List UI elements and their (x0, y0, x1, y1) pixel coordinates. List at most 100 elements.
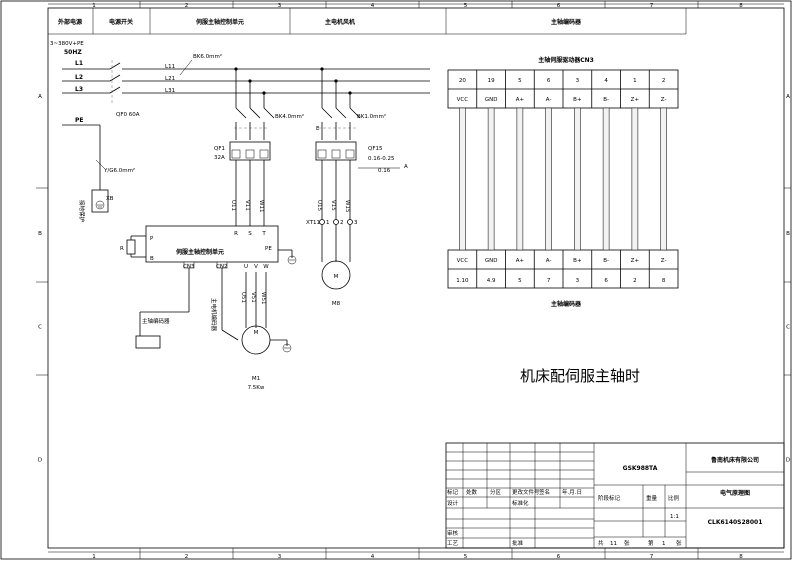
servo-output-terminal: U (244, 264, 248, 270)
servo-unit (145, 225, 279, 269)
encoder-wire (602, 107, 610, 251)
tb-change-doc: 更改文件号 (512, 488, 540, 496)
encoder-bottom-pin: 3 (576, 278, 580, 284)
term-p: P (150, 236, 154, 242)
encoder-columns: 20VCCVCC1.1019GNDGND4.95A+A+56A-A-73B+B+… (456, 70, 666, 288)
phase-l2: L2 (75, 74, 83, 81)
servo-input-terminal: S (248, 231, 252, 237)
encoder-wire (631, 107, 639, 251)
motor-power: 7.5Kw (248, 385, 265, 391)
encoder-top-signal: A+ (516, 97, 525, 103)
encoder-bottom-signal: Z+ (631, 258, 640, 264)
encoder-top-pin: 4 (604, 78, 608, 84)
tb-date: 年.月.日 (562, 488, 582, 496)
qf15-range: 0.16-0.25 (368, 156, 395, 162)
zone-col-top: 7 (650, 3, 654, 9)
qf15-label: QF15 (368, 146, 383, 152)
zone-col-bottom: 7 (650, 554, 654, 560)
qf1-label: QF1 (214, 146, 225, 152)
tb-stage: 阶段标记 (598, 494, 621, 502)
wire-size-bk1: BK1.0mm² (357, 113, 386, 120)
tb-total-val: 11 (610, 541, 617, 547)
encoder-top-pin: 3 (576, 78, 580, 84)
qf15-unit: A (404, 164, 408, 170)
zone-col-top: 3 (278, 3, 282, 9)
resistor-label: R (120, 246, 124, 252)
tb-page-label: 张 (676, 539, 682, 547)
fan-motor (321, 260, 351, 290)
encoder-bottom-pin: 5 (518, 278, 522, 284)
encoder-bottom-pin: 6 (604, 278, 608, 284)
zone-col-bottom: 5 (464, 554, 468, 560)
fan-wire-label: V15 (330, 200, 336, 211)
tb-standard: 标准化 (512, 499, 529, 507)
term-cn3: CN3 (183, 264, 195, 270)
encoder-wire (574, 107, 581, 251)
encoder-bottom-signal: VCC (457, 258, 469, 264)
qf15-set: 0.16 (378, 168, 391, 174)
tb-scale-val: 1:1 (670, 514, 679, 520)
encoder-top-signal: B- (603, 97, 609, 103)
encoder-wire (660, 107, 667, 251)
zone-row-left: C (38, 325, 42, 331)
servo-output-terminal: W (263, 264, 269, 270)
encoder-title: 主轴伺服驱动器CN3 (538, 56, 594, 64)
header-external-power: 外部电源 (57, 18, 82, 26)
pe-label: PE (75, 117, 84, 124)
drawing-number: CLK6140S28001 (708, 519, 763, 526)
encoder-top-signal: Z+ (631, 97, 640, 103)
wire-label-in: U11 (230, 200, 236, 211)
header-encoder: 主轴编码器 (551, 18, 582, 26)
zone-row-right: C (786, 325, 790, 331)
model-name: GSK988TA (623, 465, 658, 472)
zone-col-top: 6 (557, 3, 561, 9)
company-name: 鲁南机床有限公司 (711, 456, 759, 464)
supply-hz: 50HZ (64, 49, 82, 56)
zone-col-top: 8 (739, 3, 743, 9)
xt11-label: XT11 (306, 220, 320, 226)
encoder-cables (135, 268, 239, 349)
encoder-bottom-signal: B- (603, 258, 609, 264)
tb-sheets-label: 张 (624, 539, 630, 547)
tb-weight: 重量 (646, 494, 658, 502)
servo-output (245, 272, 267, 328)
term-pe: PE (265, 246, 272, 252)
wire-label-out: V51 (250, 292, 256, 303)
wire-size-yg6: Y/G6.0mm² (103, 167, 135, 174)
tb-design: 设计 (447, 499, 459, 507)
fan-terminal: 2 (340, 220, 344, 226)
tb-marks: 标记 (447, 488, 459, 496)
title-block (445, 442, 785, 549)
caption: 机床配伺服主轴时 (520, 367, 640, 385)
zone-row-right: B (786, 231, 790, 237)
wire-size-bk4: BK4.0mm² (275, 113, 304, 120)
zone-row-right: D (786, 458, 790, 464)
encoder-wire (516, 107, 524, 251)
phase-l3: L3 (75, 86, 83, 93)
encoder-bottom-signal: A+ (516, 258, 525, 264)
wire-label-out: U51 (240, 292, 246, 303)
zone-col-bottom: 3 (278, 554, 282, 560)
wire-l21: L21 (165, 76, 175, 82)
zone-col-bottom: 6 (557, 554, 561, 560)
supply-label: 3~380V+PE (50, 41, 84, 47)
encoder-top-pin: 20 (459, 78, 466, 84)
tb-sheet-val: 1 (662, 541, 666, 547)
zone-col-bottom: 8 (739, 554, 743, 560)
encoder-bottom-signal: A- (546, 258, 552, 264)
wire-l31: L31 (165, 88, 175, 94)
motor-symbol: M (254, 330, 259, 336)
encoder-top-pin: 1 (633, 78, 637, 84)
cable-label: 主电机编码器 (210, 298, 218, 332)
zone-col-top: 2 (185, 3, 189, 9)
zone-col-bottom: 2 (185, 554, 189, 560)
